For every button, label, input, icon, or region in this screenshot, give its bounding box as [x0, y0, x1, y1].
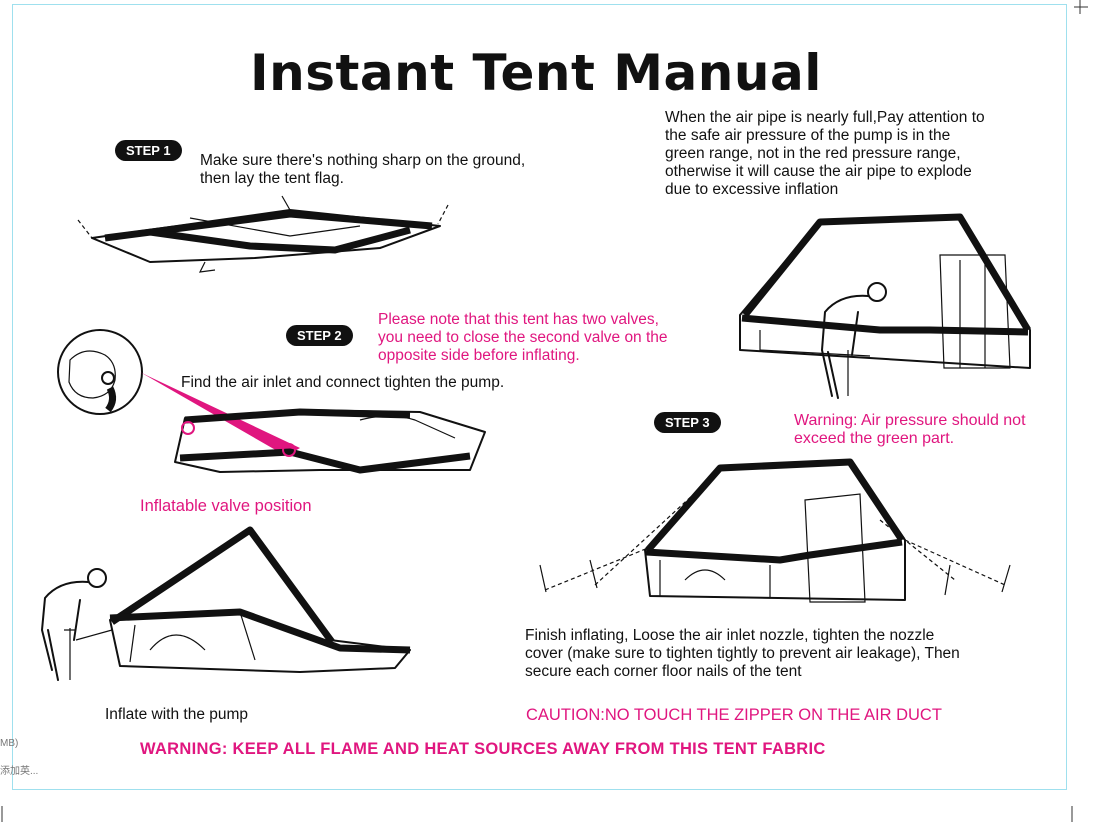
- green-warning-line1: Warning: Air pressure should not: [794, 412, 1026, 429]
- step1-line1: Make sure there's nothing sharp on the g…: [200, 152, 526, 169]
- finish-line3: secure each corner floor nails of the te…: [525, 663, 802, 680]
- air-inlet-instruction: Find the air inlet and connect tighten t…: [181, 374, 505, 391]
- pressure-line2: the safe air pressure of the pump is in …: [665, 127, 951, 144]
- flat-tent-illustration: [77, 195, 449, 273]
- flame-warning: WARNING: KEEP ALL FLAME AND HEAT SOURCES…: [140, 740, 826, 758]
- finish-line2: cover (make sure to tighten tightly to p…: [525, 645, 960, 662]
- step2-badge: STEP 2: [286, 325, 353, 346]
- inflate-pump-label: Inflate with the pump: [105, 706, 249, 723]
- green-part-warning: Warning: Air pressure should not exceed …: [794, 412, 1026, 448]
- finish-instruction: Finish inflating, Loose the air inlet no…: [525, 627, 960, 681]
- valves-line1: Please note that this tent has two valve…: [378, 311, 659, 328]
- page-frame: [12, 4, 1067, 790]
- pressure-tent-illustration: [739, 213, 1031, 399]
- side-fragment-cn: 添加英...: [0, 766, 39, 777]
- step1-instruction: Make sure there's nothing sharp on the g…: [200, 152, 525, 188]
- pressure-line1: When the air pipe is nearly full,Pay att…: [665, 109, 985, 126]
- side-fragment-mb: MB): [0, 738, 19, 749]
- valve-zoom-illustration: [57, 329, 300, 456]
- finish-line1: Finish inflating, Loose the air inlet no…: [525, 627, 935, 644]
- step1-badge: STEP 1: [115, 140, 182, 161]
- page-title: Instant Tent Manual: [250, 44, 822, 102]
- partial-tent-illustration: [174, 408, 486, 474]
- finished-tent-illustration: [539, 458, 1011, 603]
- valve-position-label: Inflatable valve position: [140, 497, 312, 515]
- green-warning-line2: exceed the green part.: [794, 430, 955, 447]
- caution-zipper: CAUTION:NO TOUCH THE ZIPPER ON THE AIR D…: [526, 706, 942, 724]
- valves-note: Please note that this tent has two valve…: [378, 311, 668, 365]
- pressure-line3: green range, not in the red pressure ran…: [665, 145, 961, 162]
- valves-line2: you need to close the second valve on th…: [378, 329, 668, 346]
- pressure-line4: otherwise it will cause the air pipe to …: [665, 163, 972, 180]
- step3-badge: STEP 3: [654, 412, 721, 433]
- crop-mark: [1074, 0, 1088, 14]
- pressure-line5: due to excessive inflation: [665, 181, 839, 198]
- pressure-note: When the air pipe is nearly full,Pay att…: [665, 109, 985, 199]
- valves-line3: opposite side before inflating.: [378, 347, 580, 364]
- step1-line2: then lay the tent flag.: [200, 170, 344, 187]
- inflating-tent-illustration: [41, 526, 411, 681]
